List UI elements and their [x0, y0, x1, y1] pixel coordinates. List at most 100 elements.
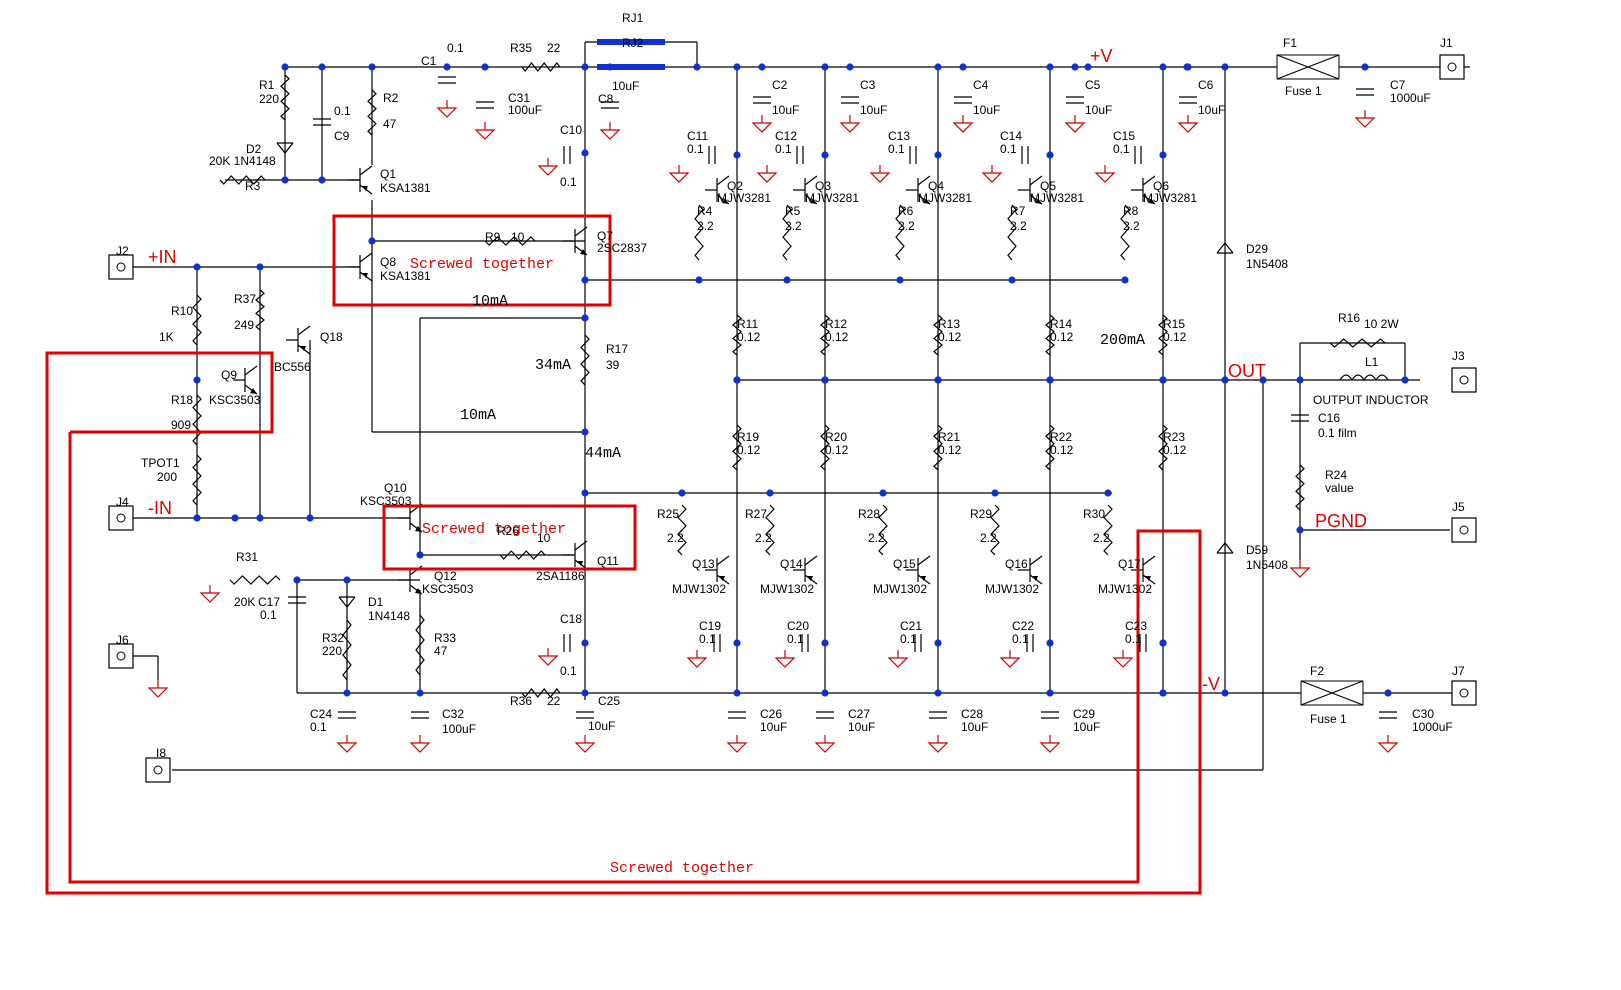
junction-dot [581, 689, 589, 697]
junction-dot [256, 514, 264, 522]
junction-dot [1401, 376, 1409, 384]
junction-dot [821, 639, 829, 647]
r35-val: 22 [547, 41, 561, 55]
diode-d59 [1216, 542, 1234, 554]
c7-val: 1000uF [1390, 91, 1431, 105]
connector-j7 [1451, 680, 1477, 706]
resistor-r1 [280, 74, 290, 121]
c8-val: 10uF [612, 79, 639, 93]
measure-10ma-mid: 10mA [460, 407, 496, 424]
r6-ref: R6 [898, 204, 914, 218]
junction-dot [1046, 63, 1054, 71]
c6-val: 10uF [1198, 103, 1225, 117]
screwed-label-2: Screwed together [422, 521, 566, 538]
resistor-r36 [521, 688, 561, 698]
c25-ref: C25 [598, 694, 620, 708]
transistor-q5-arrow [1035, 198, 1042, 204]
r36-val: 22 [547, 694, 561, 708]
capacitor-c2 [753, 96, 771, 104]
connector-j1-pin [1447, 62, 1457, 72]
transistor-q2 [705, 175, 730, 205]
c27-val: 10uF [848, 720, 875, 734]
junction-dot [1159, 63, 1167, 71]
junction-dot [1046, 689, 1054, 697]
q10-type: KSC3503 [360, 494, 412, 508]
tpot1-val: 200 [157, 470, 177, 484]
ground-c3 [839, 115, 861, 133]
resistor-r30 [1103, 504, 1113, 556]
r23-ref: R23 [1163, 430, 1185, 444]
resistor-r7 [1007, 204, 1017, 261]
c22-val: 0.1 [1012, 632, 1029, 646]
ground-c31 [474, 122, 496, 140]
junction-dot [1159, 151, 1167, 159]
q2-ref: Q2 [727, 179, 743, 193]
d59-ref: D59 [1246, 543, 1268, 557]
c30-ref: C30 [1412, 707, 1434, 721]
f2-val: Fuse 1 [1310, 712, 1347, 726]
resistor-r21 [933, 424, 943, 471]
junction-dot [879, 489, 887, 497]
d2-val: 20K 1N4148 [209, 154, 276, 168]
connector-j3 [1451, 367, 1477, 393]
q15-ref: Q15 [893, 557, 916, 571]
r28-val: 2.2 [868, 531, 885, 545]
r21-ref: R21 [938, 430, 960, 444]
capacitor-c1 [438, 76, 456, 84]
r31-ref: R31 [236, 550, 258, 564]
c31-val: 100uF [508, 103, 542, 117]
junction-dot [416, 689, 424, 697]
capacitor-c17 [288, 596, 306, 604]
junction-dot [733, 376, 741, 384]
transistor-q9-arrow [250, 388, 257, 394]
c4-val: 10uF [973, 103, 1000, 117]
junction-dot [581, 428, 589, 436]
r8-ref: R8 [1123, 204, 1139, 218]
capacitor-c19 [713, 634, 721, 652]
junction-dot [758, 63, 766, 71]
r13-ref: R13 [938, 317, 960, 331]
transistor-q1-arrow [362, 186, 368, 191]
screw-loop-driver-outputs [45, 351, 1202, 895]
r4-val: 2.2 [697, 219, 714, 233]
c16-ref: C16 [1318, 411, 1340, 425]
q4-type: MJW3281 [918, 191, 972, 205]
connector-j2 [108, 254, 134, 280]
q14-type: MJW1302 [760, 582, 814, 596]
q5-ref: Q5 [1040, 179, 1056, 193]
r32-val: 220 [322, 644, 342, 658]
r24-val: value [1325, 481, 1354, 495]
capacitor-c29 [1041, 711, 1059, 719]
transistor-q13-arrow [719, 576, 725, 581]
r30-val: 2.2 [1093, 531, 1110, 545]
measure-34ma: 34mA [535, 357, 571, 374]
ground-c15 [1094, 165, 1116, 183]
diode-d29 [1216, 242, 1234, 254]
q18-type: BC556 [274, 360, 311, 374]
ground-c27 [814, 735, 836, 753]
junction-dot [1071, 63, 1079, 71]
transistor-q18 [286, 325, 311, 355]
connector-j4 [108, 505, 134, 531]
r23-val: 0.12 [1163, 443, 1187, 457]
connector-j1 [1439, 54, 1465, 80]
junction-dot [1046, 639, 1054, 647]
c30-val: 1000uF [1412, 720, 1453, 734]
junction-dot [306, 514, 314, 522]
capacitor-c23 [1139, 634, 1147, 652]
transistor-q14 [793, 555, 818, 585]
c7-ref: C7 [1390, 78, 1406, 92]
ground-c22 [999, 650, 1021, 668]
junction-dot [193, 376, 201, 384]
q3-type: MJW3281 [805, 191, 859, 205]
c1-val: 0.1 [447, 41, 464, 55]
i8-label: I8 [156, 746, 166, 760]
r28-ref: R28 [858, 507, 880, 521]
j1-label: J1 [1440, 36, 1453, 50]
junction-dot [231, 514, 239, 522]
junction-dot [1221, 63, 1229, 71]
transistor-q12-arrow [415, 588, 422, 594]
rj2-ref: RJ2 [622, 36, 644, 50]
junction-dot [934, 151, 942, 159]
capacitor-c16 [1291, 414, 1309, 422]
